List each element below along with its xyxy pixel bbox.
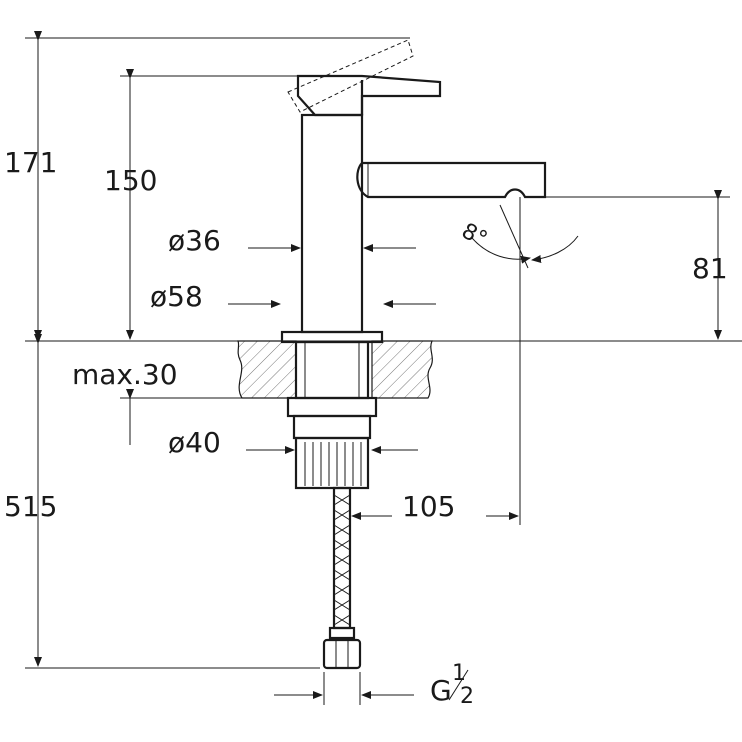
dim-hose-length: 515: [4, 490, 57, 523]
dim-total-height: 171: [4, 146, 57, 179]
svg-text:G: G: [430, 674, 452, 707]
faucet-body: [280, 39, 547, 344]
dimension-lines: [34, 31, 722, 699]
dim-tilt-angle: 8°: [457, 219, 491, 253]
dim-spout-reach: 105: [402, 490, 455, 523]
svg-text:1: 1: [452, 661, 466, 686]
extension-lines: [25, 37, 730, 705]
dim-connection-thread: G 1 2: [430, 661, 474, 709]
dim-base-diameter: ø58: [150, 280, 203, 313]
dim-spout-diameter: ø36: [168, 224, 221, 257]
dim-body-height: 150: [104, 164, 157, 197]
dim-spout-clearance: 81: [692, 252, 728, 285]
dim-max-counter-thickness: max.30: [72, 358, 178, 391]
countertop-section: [237, 340, 433, 399]
braided-hose: [322, 486, 362, 670]
svg-text:2: 2: [460, 684, 474, 709]
shank-assembly: [286, 340, 378, 490]
dim-shank-diameter: ø40: [168, 426, 221, 459]
